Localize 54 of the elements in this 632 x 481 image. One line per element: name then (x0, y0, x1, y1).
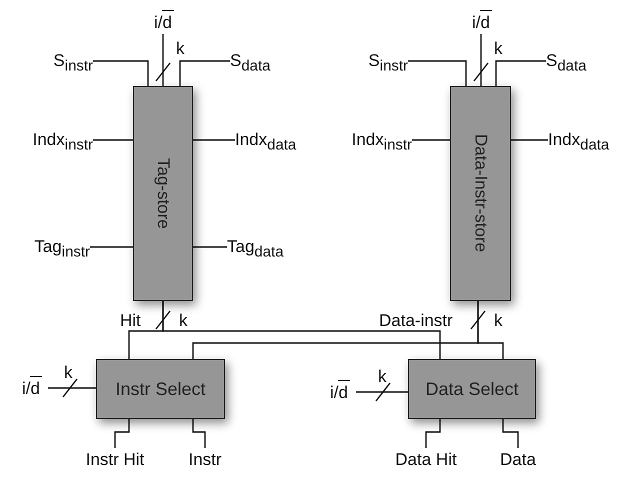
signal-name: S$_{data}$ (230, 50, 270, 72)
bus-label: k (179, 312, 188, 329)
store-block (133, 86, 193, 301)
signal-name: Tag$_{data}$ (227, 236, 284, 258)
bus-label: Data-instr (379, 312, 453, 329)
bus-label: k (494, 40, 502, 57)
wire (502, 419, 519, 448)
wire (425, 419, 441, 448)
wire (193, 139, 235, 141)
wire (477, 301, 504, 359)
wire (114, 419, 130, 448)
block-label: Tag-store (153, 158, 173, 229)
wire (179, 60, 230, 86)
bus-label: k (64, 364, 72, 381)
signal-name: Data Hit (395, 450, 457, 470)
signal-name: Tag$_{instr}$ (34, 236, 90, 258)
wire (511, 139, 548, 141)
wire (412, 139, 450, 141)
wire (495, 60, 546, 86)
bus-label: k (378, 368, 386, 385)
wire (193, 246, 227, 248)
wire (356, 391, 408, 393)
block-label: Data Select (425, 378, 519, 400)
signal-name: Indx$_{data}$ (548, 130, 610, 150)
bus-label: k (494, 312, 502, 329)
bus-label: k (176, 40, 184, 57)
signal-name: i/d (330, 382, 348, 404)
wire (93, 60, 149, 86)
signal-name: S$_{instr}$ (53, 50, 93, 72)
signal-name: Indx$_{data}$ (235, 130, 296, 150)
block-label: Data-Instr-store (470, 134, 490, 253)
signal-name: S$_{instr}$ (368, 50, 408, 72)
wire (162, 34, 164, 86)
select-block (96, 359, 225, 419)
select-block (408, 359, 536, 419)
wire (408, 60, 467, 86)
block-label: Instr Select (115, 378, 206, 400)
signal-name: Instr Hit (86, 450, 144, 470)
signal-name: Data (500, 450, 536, 470)
wire (90, 246, 133, 248)
bus-label: Hit (120, 312, 141, 329)
wire (162, 301, 441, 359)
signal-name: i/d (154, 12, 172, 34)
signal-name: Instr (188, 450, 222, 470)
wire (192, 419, 206, 448)
wire (48, 387, 96, 389)
signal-name: S$_{data}$ (546, 50, 586, 72)
store-block (450, 86, 511, 301)
wire (480, 34, 482, 86)
signal-name: i/d (472, 12, 490, 34)
signal-name: Indx$_{instr}$ (32, 130, 93, 150)
signal-name: i/d (22, 378, 40, 400)
wire (93, 139, 133, 141)
signal-name: Indx$_{instr}$ (352, 130, 412, 150)
